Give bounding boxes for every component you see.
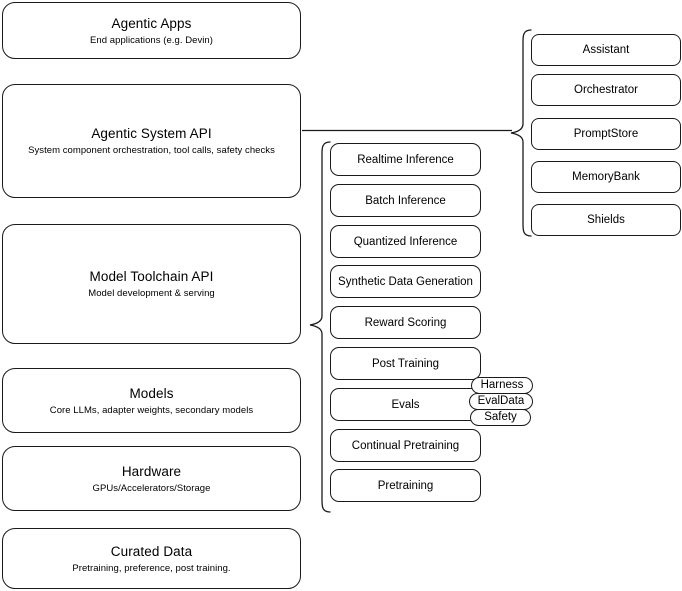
capability-reward-scoring[interactable]: Reward Scoring	[330, 306, 481, 339]
eval-tag-harness[interactable]: Harness	[471, 377, 533, 394]
capability-label: Synthetic Data Generation	[338, 275, 473, 288]
layer-hardware[interactable]: Hardware GPUs/Accelerators/Storage	[2, 446, 301, 511]
layer-agentic-system-api[interactable]: Agentic System API System component orch…	[2, 84, 301, 198]
component-shields[interactable]: Shields	[531, 204, 681, 236]
capability-label: Evals	[391, 398, 420, 411]
layer-curated-data[interactable]: Curated Data Pretraining, preference, po…	[2, 528, 301, 589]
capability-pretraining[interactable]: Pretraining	[330, 469, 481, 502]
layer-model-toolchain-api[interactable]: Model Toolchain API Model development & …	[2, 224, 301, 344]
capability-synthetic-data-generation[interactable]: Synthetic Data Generation	[330, 265, 481, 298]
agentic-components-brace	[510, 29, 532, 237]
layer-title: Model Toolchain API	[89, 269, 214, 284]
component-label: PromptStore	[573, 128, 639, 140]
layer-subtitle: Core LLMs, adapter weights, secondary mo…	[49, 404, 254, 416]
capability-label: Post Training	[371, 357, 440, 370]
component-orchestrator[interactable]: Orchestrator	[531, 74, 681, 106]
capability-label: Continual Pretraining	[351, 439, 460, 452]
layer-subtitle: GPUs/Accelerators/Storage	[92, 482, 211, 494]
component-label: Assistant	[582, 44, 630, 56]
capability-realtime-inference[interactable]: Realtime Inference	[330, 143, 481, 176]
component-label: Shields	[587, 214, 625, 226]
capability-quantized-inference[interactable]: Quantized Inference	[330, 225, 481, 258]
capability-continual-pretraining[interactable]: Continual Pretraining	[330, 429, 481, 462]
capability-batch-inference[interactable]: Batch Inference	[330, 184, 481, 217]
layer-models[interactable]: Models Core LLMs, adapter weights, secon…	[2, 368, 301, 433]
capability-evals[interactable]: Evals	[330, 388, 481, 421]
capability-post-training[interactable]: Post Training	[330, 347, 481, 380]
capability-label: Pretraining	[377, 479, 434, 492]
eval-tag-evaldata[interactable]: EvalData	[469, 393, 533, 410]
layer-title: Agentic System API	[91, 126, 212, 141]
eval-tag-label: EvalData	[477, 395, 525, 407]
eval-tag-label: Safety	[484, 411, 517, 423]
layer-title: Hardware	[121, 463, 182, 479]
component-memorybank[interactable]: MemoryBank	[531, 161, 681, 193]
layer-subtitle: End applications (e.g. Devin)	[90, 34, 213, 46]
component-promptstore[interactable]: PromptStore	[531, 118, 681, 150]
capability-label: Batch Inference	[365, 194, 446, 207]
layer-agentic-apps[interactable]: Agentic Apps End applications (e.g. Devi…	[2, 2, 301, 59]
capability-label: Quantized Inference	[353, 235, 458, 248]
eval-tag-label: Harness	[480, 379, 524, 391]
component-assistant[interactable]: Assistant	[531, 34, 681, 66]
eval-tag-safety[interactable]: Safety	[470, 409, 531, 426]
layer-subtitle: Pretraining, preference, post training.	[72, 562, 231, 574]
capability-label: Reward Scoring	[364, 316, 447, 329]
layer-title: Agentic Apps	[111, 15, 192, 31]
layer-title: Models	[129, 385, 174, 401]
layer-subtitle: Model development & serving	[88, 288, 215, 299]
connector-system-api-to-components	[302, 129, 512, 132]
toolchain-capabilities-brace	[309, 141, 331, 513]
layer-subtitle: System component orchestration, tool cal…	[28, 145, 275, 156]
capability-label: Realtime Inference	[357, 153, 454, 166]
layer-title: Curated Data	[110, 543, 193, 559]
component-label: Orchestrator	[574, 84, 638, 96]
component-label: MemoryBank	[572, 171, 640, 183]
